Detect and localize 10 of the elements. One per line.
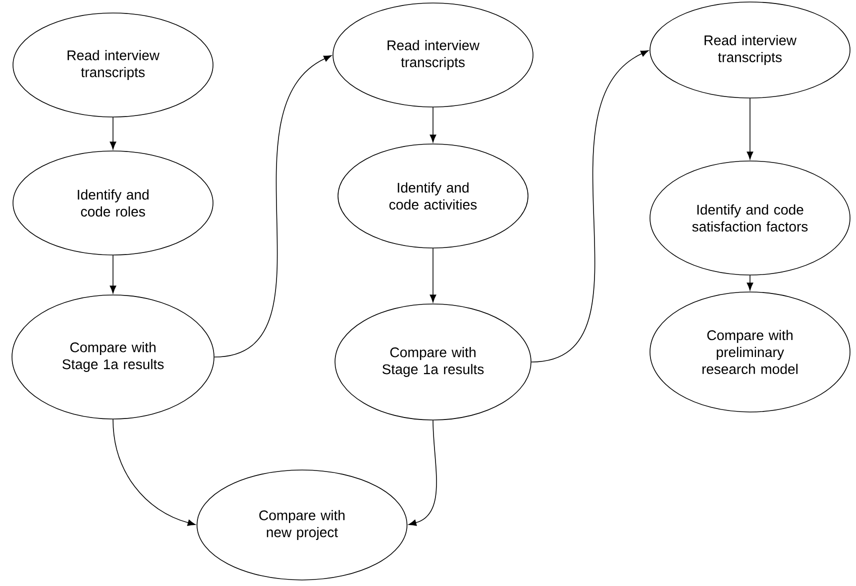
- arrow: [746, 98, 754, 160]
- arrow: [112, 419, 196, 526]
- arrow: [746, 275, 754, 290]
- arrow: [110, 117, 116, 150]
- arrow: [408, 420, 437, 526]
- arrow: [531, 50, 649, 362]
- arrow: [430, 248, 436, 302]
- arrow: [110, 255, 116, 294]
- arrow: [430, 107, 436, 142]
- arrow: [214, 55, 332, 358]
